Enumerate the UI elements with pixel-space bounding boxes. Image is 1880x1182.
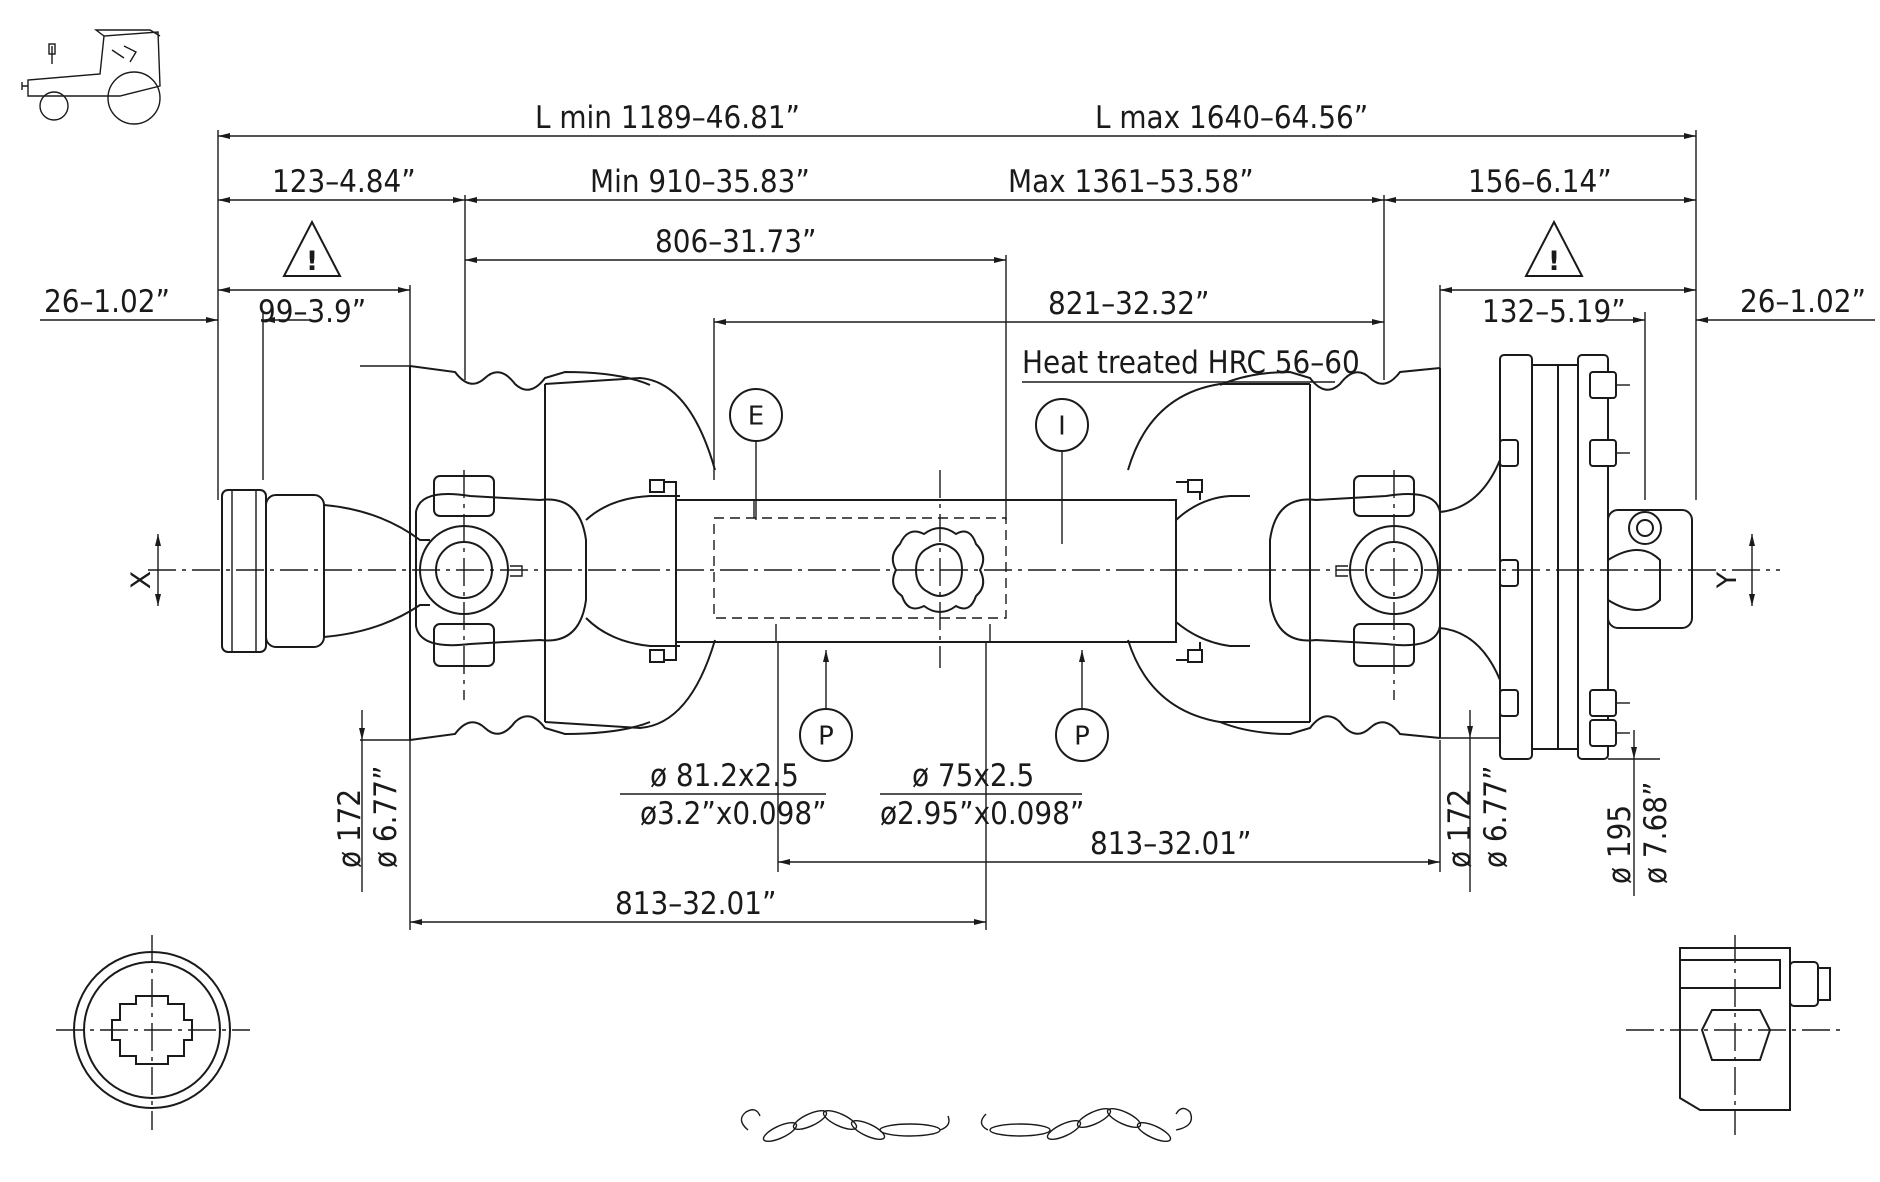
left-yoke — [415, 475, 680, 667]
warning-right-icon: ! — [1524, 219, 1584, 277]
inner-tube-dia-metric: ø 75x2.5 — [912, 758, 1034, 794]
inner-tube-dim: 806–31.73” — [655, 224, 816, 260]
guard-len-left-dim: 813–32.01” — [615, 886, 776, 922]
clutch-dia-imperial: ø 7.68” — [1638, 782, 1674, 884]
clutch-dia-metric: ø 195 — [1602, 805, 1638, 884]
right-yoke — [1175, 475, 1441, 667]
outer-tube-len-dim: 821–32.32” — [1048, 286, 1209, 322]
min-tube-dim: Min 910–35.83” — [590, 164, 810, 200]
left-guard-dia-metric: ø 172 — [332, 789, 368, 868]
svg-text:!: ! — [1548, 246, 1560, 277]
marker-i: I — [1035, 398, 1089, 544]
warning-left-icon: ! — [282, 219, 342, 277]
left-guard — [409, 365, 716, 741]
svg-text:P: P — [818, 722, 834, 752]
bottom-dimensions: ø 81.2x2.5 ø3.2”x0.098” ø 75x2.5 ø2.95”x… — [332, 365, 1674, 930]
svg-text:!: ! — [306, 246, 318, 277]
l-min-label: L min 1189–46.81” — [535, 100, 800, 136]
right-pin-dim: 26–1.02” — [1740, 284, 1866, 320]
svg-text:E: E — [748, 402, 764, 432]
max-tube-dim: Max 1361–53.58” — [1008, 164, 1254, 200]
right-guard-dia-imperial: ø 6.77” — [1478, 766, 1514, 868]
heat-treated-note: Heat treated HRC 56–60 — [1022, 345, 1360, 381]
l-max-label: L max 1640–64.56” — [1095, 100, 1368, 136]
safety-chain-right-icon — [980, 1107, 1193, 1143]
svg-text:P: P — [1074, 722, 1090, 752]
guard-len-right-dim: 813–32.01” — [1090, 826, 1251, 862]
right-guard-dia-metric: ø 172 — [1442, 789, 1478, 868]
marker-p-left: P — [799, 650, 853, 762]
friction-clutch — [1439, 354, 1693, 760]
top-dimensions: L min 1189–46.81” L max 1640–64.56” 123–… — [40, 100, 1875, 520]
left-yoke-dim: 123–4.84” — [272, 164, 416, 200]
left-guard-offset-dim: 99–3.9” — [258, 294, 366, 330]
svg-text:I: I — [1058, 412, 1066, 442]
right-guard — [1127, 367, 1441, 739]
safety-chain-left-icon — [740, 1109, 950, 1143]
outer-tube-dia-imperial: ø3.2”x0.098” — [640, 796, 827, 832]
left-pin-dim: 26–1.02” — [44, 284, 170, 320]
axis-x-label: X — [126, 571, 157, 590]
pto-shaft: X Y — [126, 354, 1780, 760]
axis-y-label: Y — [1712, 571, 1743, 589]
end-view-right — [1626, 935, 1840, 1135]
right-guard-offset-dim: 132–5.19” — [1482, 294, 1626, 330]
end-view-left — [56, 935, 250, 1130]
marker-e: E — [729, 388, 783, 520]
outer-tube-dia-metric: ø 81.2x2.5 — [650, 758, 799, 794]
tractor-icon — [21, 29, 161, 125]
right-yoke-dim: 156–6.14” — [1468, 164, 1612, 200]
left-guard-dia-imperial: ø 6.77” — [368, 766, 404, 868]
inner-tube-dia-imperial: ø2.95”x0.098” — [880, 796, 1084, 832]
marker-p-right: P — [1055, 650, 1109, 762]
left-end-stub — [221, 489, 430, 653]
outer-tube — [649, 479, 1177, 663]
